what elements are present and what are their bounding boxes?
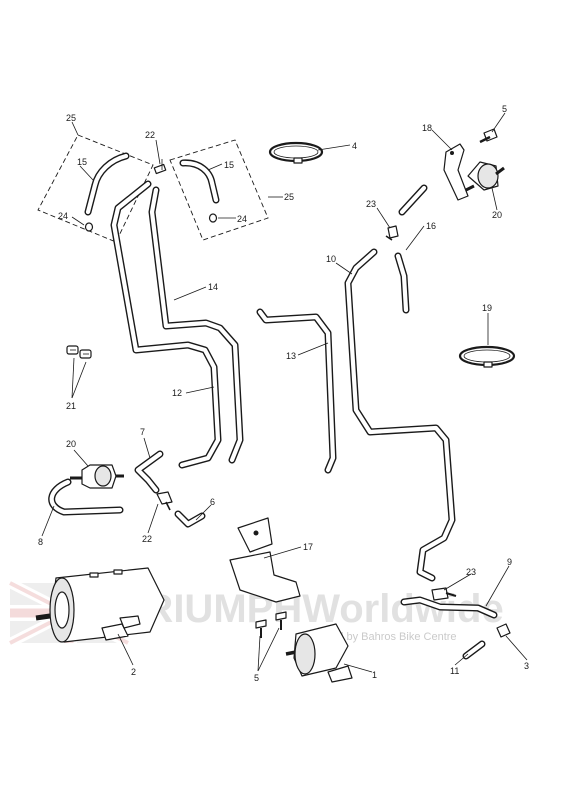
hose-15-left [84,152,130,216]
hose-13 [256,308,337,474]
callout-18: 18 [422,123,432,133]
hoses [48,152,498,660]
callout-21: 21 [66,401,76,411]
callout-7: 7 [140,427,145,437]
callout-6: 6 [210,497,215,507]
hose-8 [48,478,124,516]
kit-group-left [37,121,154,243]
hose-clip-19 [458,345,516,368]
plug-24-left [84,222,94,232]
hose-9 [400,596,498,619]
callout-14: 14 [208,282,218,292]
purge-valve-20-left [70,464,124,489]
cap-3 [496,623,511,638]
hose-15-right [179,159,220,204]
callout-20-left: 20 [66,439,76,449]
bolt-5-top [479,128,498,144]
bracket-18 [443,143,469,201]
hose-14 [148,186,244,464]
evap-canister-2 [35,567,165,643]
callout-25-right: 25 [284,192,294,202]
plug-24-right [208,213,218,223]
callout-25-left: 25 [66,113,76,123]
hose-16 [394,184,428,314]
callout-20-right: 20 [492,210,502,220]
bracket-17 [229,517,301,603]
bolts-5-bottom [255,611,287,638]
purge-valve-20-right [465,161,505,192]
callout-16: 16 [426,221,436,231]
callout-5-bottom: 5 [254,673,259,683]
callout-numbers: 25 15 24 22 15 24 25 4 18 5 20 23 16 10 … [38,104,529,683]
hose-10 [344,248,456,582]
callout-8: 8 [38,537,43,547]
callout-15-left: 15 [77,157,87,167]
callout-15-right: 15 [224,160,234,170]
t-piece-23-top [385,225,399,241]
callout-5-top: 5 [502,104,507,114]
callout-1: 1 [372,670,377,680]
callout-24-left: 24 [58,211,68,221]
callout-13: 13 [286,351,296,361]
callout-23-top: 23 [366,199,376,209]
hose-6 [174,510,206,528]
t-piece-22-bottom [156,491,173,511]
callout-24-right: 24 [237,214,247,224]
clips-21 [66,345,92,359]
callout-17: 17 [303,542,313,552]
evap-canister-1 [285,623,353,683]
callout-2: 2 [131,667,136,677]
leader-lines [41,112,528,673]
callout-22-bottom: 22 [142,534,152,544]
hardware [35,128,516,683]
t-piece-23-bottom [431,587,457,601]
hose-clip-4 [268,141,324,164]
callout-11: 11 [450,666,459,676]
callout-22-top: 22 [145,130,155,140]
kit-group-right [169,139,283,241]
callout-19: 19 [482,303,492,313]
hose-11 [462,640,486,660]
callout-23-bottom: 23 [466,567,476,577]
hose-12 [110,180,222,469]
callout-3: 3 [524,661,529,671]
callout-4: 4 [352,141,357,151]
connector-22-top [153,159,167,175]
callout-9: 9 [507,557,512,567]
hose-7 [134,450,164,494]
callout-12: 12 [172,388,182,398]
callout-10: 10 [326,254,336,264]
